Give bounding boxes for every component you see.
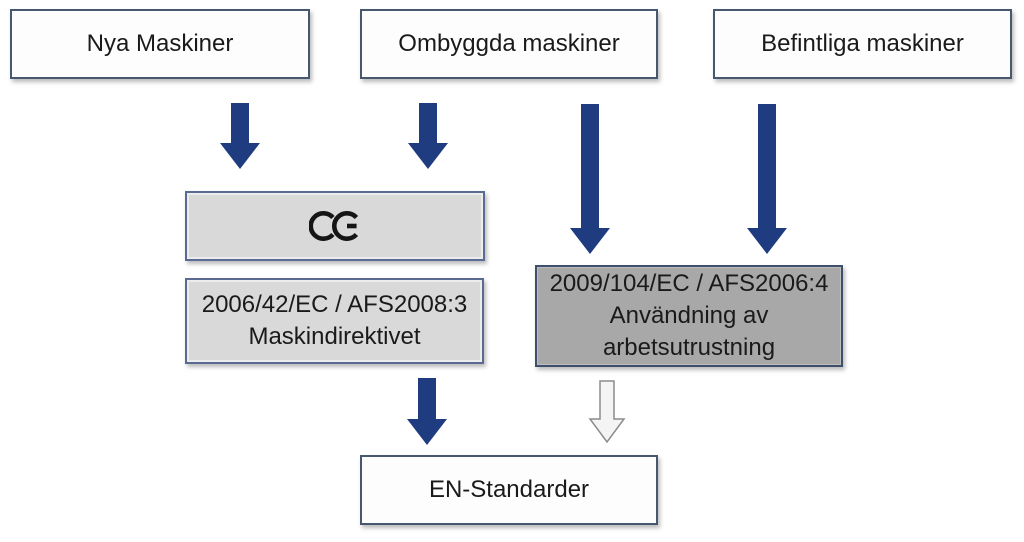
node-label: Ombyggda maskiner <box>398 30 620 57</box>
node-label-line1: 2009/104/EC / AFS2006:4 <box>549 270 829 297</box>
node-label: EN-Standarder <box>428 476 590 503</box>
node-ombyggda-maskiner: Ombyggda maskiner <box>360 9 658 79</box>
down-arrow-icon <box>747 104 787 254</box>
node-label: Nya Maskiner <box>86 30 234 57</box>
node-label-line3: arbetsutrustning <box>602 334 776 361</box>
down-arrow-icon <box>408 103 448 169</box>
node-label: Befintliga maskiner <box>761 30 964 57</box>
node-label-line1: 2006/42/EC / AFS2008:3 <box>201 291 468 318</box>
arrow-anvandning-to-en <box>588 380 626 448</box>
arrow-ombyggda-to-ce <box>408 103 448 174</box>
node-anvandning-av-arbetsutrustning: 2009/104/EC / AFS2006:4 Användning av ar… <box>535 265 843 367</box>
node-befintliga-maskiner: Befintliga maskiner <box>713 9 1012 79</box>
down-arrow-icon <box>220 103 260 169</box>
arrow-befintliga-to-anvandning <box>747 104 787 259</box>
down-arrow-outline-icon <box>588 380 626 444</box>
node-label-line2: Användning av <box>609 302 769 329</box>
down-arrow-icon <box>570 104 610 254</box>
node-nya-maskiner: Nya Maskiner <box>10 9 310 79</box>
node-en-standarder: EN-Standarder <box>360 455 658 525</box>
arrow-maskindirektivet-to-en <box>407 378 447 450</box>
node-maskindirektivet: 2006/42/EC / AFS2008:3 Maskindirektivet <box>185 278 484 364</box>
arrow-nya-to-ce <box>220 103 260 174</box>
node-ce-marking <box>185 191 485 261</box>
node-label-line2: Maskindirektivet <box>248 323 421 350</box>
arrow-ombyggda-to-anvandning <box>570 104 610 259</box>
ce-mark-icon <box>309 211 359 241</box>
down-arrow-icon <box>407 378 447 445</box>
